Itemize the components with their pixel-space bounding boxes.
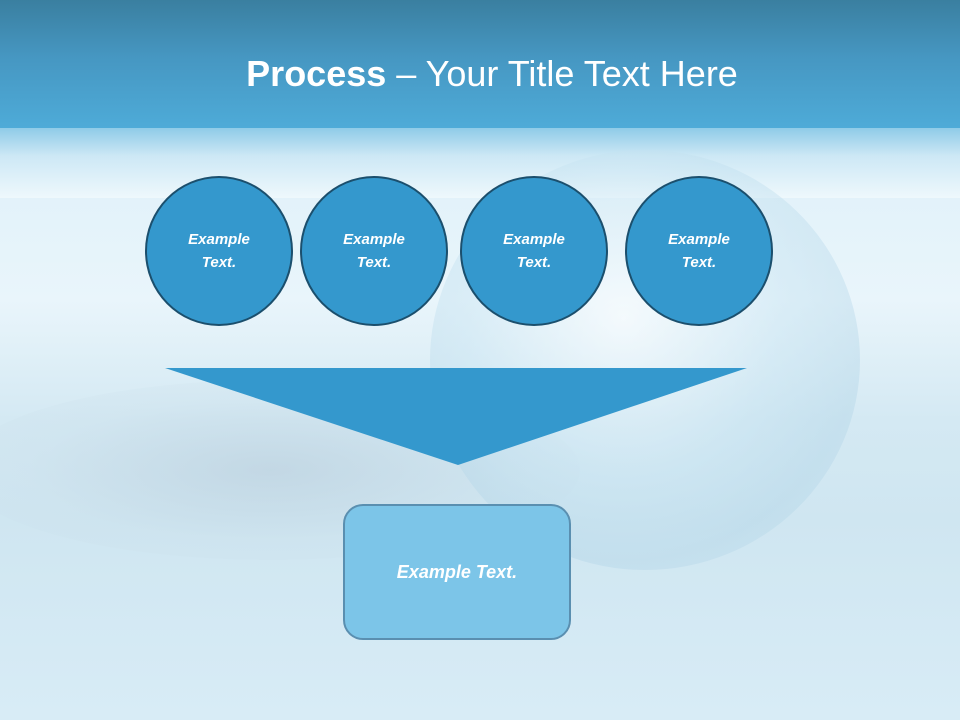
header-fade — [0, 128, 960, 198]
step-4-label: Example Text. — [668, 231, 730, 271]
process-step-circle-1[interactable]: Example Text. — [145, 176, 293, 326]
title-bold-part: Process — [246, 53, 387, 94]
result-label: Example Text. — [396, 561, 518, 582]
process-step-circle-4[interactable]: Example Text. — [625, 176, 773, 326]
step-3-label: Example Text. — [503, 231, 565, 271]
step-2-label: Example Text. — [343, 231, 405, 271]
slide-title: Process – Your Title Text Here — [0, 52, 960, 96]
step-1-label: Example Text. — [188, 231, 250, 271]
title-separator: – — [386, 53, 426, 94]
process-step-circle-3[interactable]: Example Text. — [460, 176, 608, 326]
result-box[interactable]: Example Text. — [343, 504, 571, 640]
header-band — [0, 0, 960, 128]
title-regular-part: Your Title Text Here — [425, 53, 738, 94]
process-step-circle-2[interactable]: Example Text. — [300, 176, 448, 326]
